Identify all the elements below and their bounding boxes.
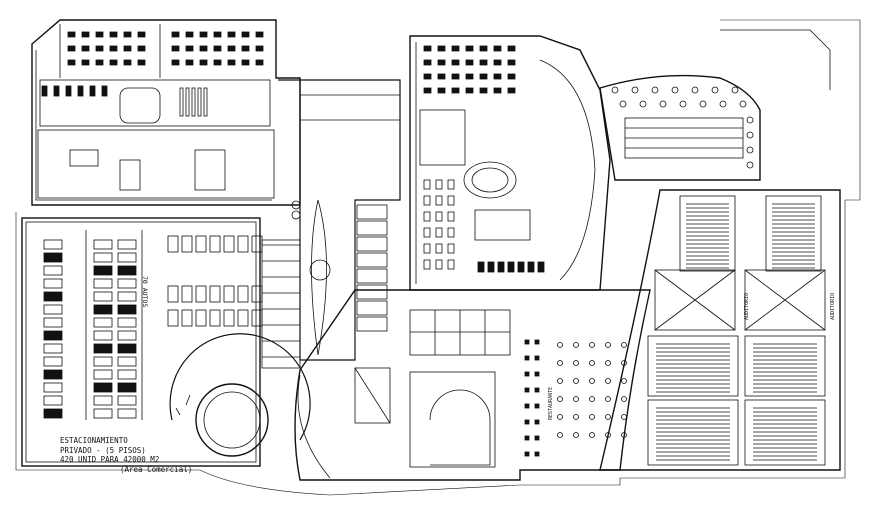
- site-boundary: [15, 19, 861, 496]
- parking-side-label: 70 AUTOS: [141, 276, 149, 308]
- parking-subtitle: PRIVADO - (5 PISOS): [60, 445, 146, 455]
- parking-capacity: 420 UNID PARA 42000 M2: [60, 455, 160, 464]
- parking-legend: ESTACIONAMIENTO PRIVADO - (5 PISOS) 420 …: [60, 437, 192, 475]
- food-court-tables: [524, 339, 627, 457]
- office-block-top-left: [31, 19, 301, 206]
- restaurant-label: RESTAURANTE: [548, 386, 554, 420]
- office-desks-middle: [423, 45, 545, 273]
- auditorium-seats: [656, 203, 817, 461]
- dining-block-top-right: [599, 29, 831, 181]
- dining-tables: [611, 86, 754, 169]
- auditorium-label-a: AUDITORIO: [744, 292, 750, 320]
- parking-stalls: [43, 235, 263, 419]
- parking-ramp: [169, 333, 311, 457]
- auditorium-label-b: AUDITORIO: [830, 292, 836, 320]
- central-corridor: [261, 79, 401, 369]
- office-desks: [41, 31, 264, 117]
- shop-units: [262, 204, 388, 358]
- parking-block: [21, 217, 261, 467]
- commercial-block-bottom: [294, 289, 651, 481]
- parking-area-note: (Area Comercial): [120, 464, 193, 474]
- parking-title: ESTACIONAMIENTO: [60, 436, 128, 445]
- office-block-top-middle: [409, 35, 611, 291]
